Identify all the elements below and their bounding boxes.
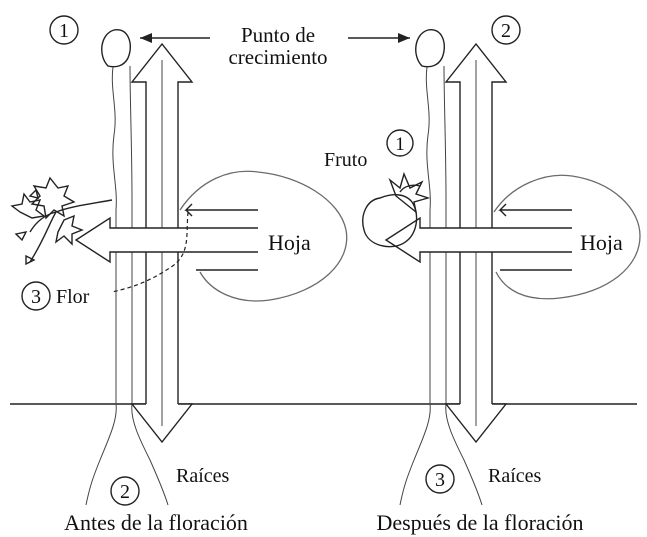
leaf-left bbox=[179, 170, 348, 302]
svg-text:2: 2 bbox=[120, 481, 130, 503]
growing-point-left bbox=[101, 29, 132, 68]
marker-raices-right: 3 bbox=[425, 464, 455, 494]
svg-text:1: 1 bbox=[395, 134, 405, 155]
hoja-label-right: Hoja bbox=[580, 230, 623, 255]
fruto-label: Fruto bbox=[324, 149, 367, 171]
fruit bbox=[362, 171, 431, 248]
hoja-label-left: Hoja bbox=[268, 230, 311, 255]
marker-fruto: 1 bbox=[386, 129, 414, 157]
right-plant bbox=[362, 29, 641, 506]
raices-label-left: Raíces bbox=[176, 465, 230, 487]
stem-left bbox=[85, 66, 117, 506]
marker-right-top: 2 bbox=[491, 15, 521, 45]
flower-cluster bbox=[10, 176, 113, 266]
marker-flor: 3 bbox=[21, 281, 51, 311]
leaf-upper-flow-left bbox=[184, 203, 258, 211]
raices-label-right: Raíces bbox=[488, 465, 542, 487]
flor-label: Flor bbox=[56, 286, 90, 308]
left-plant bbox=[10, 29, 348, 506]
caption-before-flowering: Antes de la floración bbox=[64, 510, 248, 535]
leaf-right bbox=[493, 174, 641, 300]
svg-text:3: 3 bbox=[435, 469, 445, 491]
stem-right bbox=[399, 66, 431, 506]
leaf-to-flower-arrow bbox=[74, 216, 258, 264]
caption-after-flowering: Después de la floración bbox=[376, 510, 583, 535]
leaf-upper-flow-right bbox=[498, 203, 572, 211]
flor-leader-line bbox=[111, 211, 189, 293]
punto-label-line1: Punto de bbox=[241, 23, 315, 47]
svg-text:2: 2 bbox=[501, 20, 511, 42]
marker-left-top: 1 bbox=[49, 15, 79, 45]
svg-text:3: 3 bbox=[31, 286, 41, 308]
punto-label-line2: crecimiento bbox=[228, 45, 327, 69]
marker-raices-left: 2 bbox=[110, 476, 140, 506]
growing-point-right bbox=[415, 29, 446, 68]
stem-right-right-edge bbox=[443, 65, 483, 506]
leaf-to-fruit-arrow bbox=[384, 216, 572, 264]
stem-left-right-edge bbox=[129, 65, 169, 506]
svg-text:1: 1 bbox=[59, 20, 69, 42]
